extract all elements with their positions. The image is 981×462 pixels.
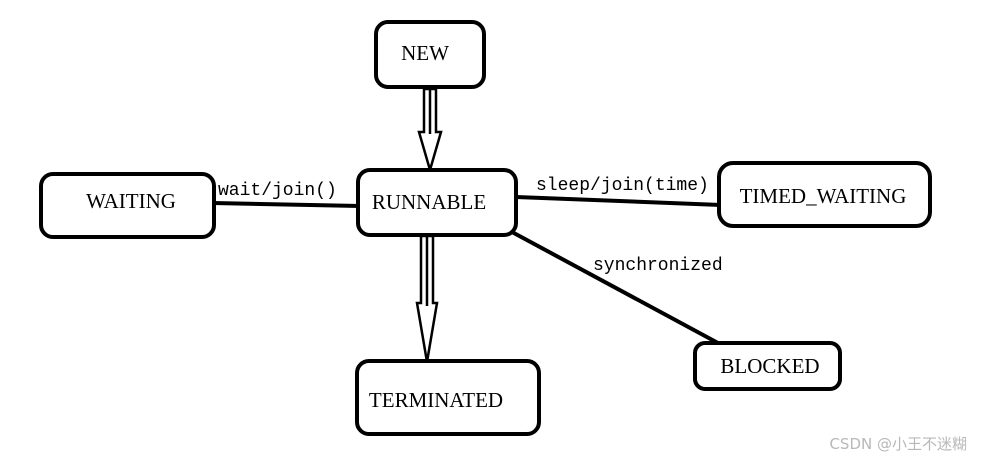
node-runnable: RUNNABLE bbox=[356, 168, 518, 237]
node-new-label: NEW bbox=[401, 41, 449, 65]
edge-waiting-runnable bbox=[212, 201, 361, 208]
node-runnable-label: RUNNABLE bbox=[372, 190, 486, 214]
edge-label-sleep-join-time: sleep/join(time) bbox=[536, 176, 709, 196]
node-waiting: WAITING bbox=[39, 172, 216, 239]
edge-runnable-timed-waiting bbox=[515, 195, 722, 207]
arrow-runnable-to-terminated bbox=[415, 234, 439, 363]
node-timed-waiting: TIMED_WAITING bbox=[717, 161, 932, 228]
arrow-new-to-runnable bbox=[417, 87, 443, 175]
node-blocked: BLOCKED bbox=[693, 341, 842, 391]
node-terminated: TERMINATED bbox=[355, 359, 541, 436]
node-blocked-label: BLOCKED bbox=[720, 354, 819, 378]
edge-runnable-blocked bbox=[511, 230, 719, 345]
node-timed-waiting-label: TIMED_WAITING bbox=[740, 184, 907, 208]
watermark: CSDN @小王不迷糊 bbox=[829, 435, 967, 453]
edge-label-synchronized: synchronized bbox=[593, 256, 723, 276]
node-terminated-label: TERMINATED bbox=[369, 388, 503, 412]
edge-label-wait-join: wait/join() bbox=[218, 181, 337, 201]
node-waiting-label: WAITING bbox=[86, 189, 176, 213]
node-new: NEW bbox=[374, 20, 486, 89]
